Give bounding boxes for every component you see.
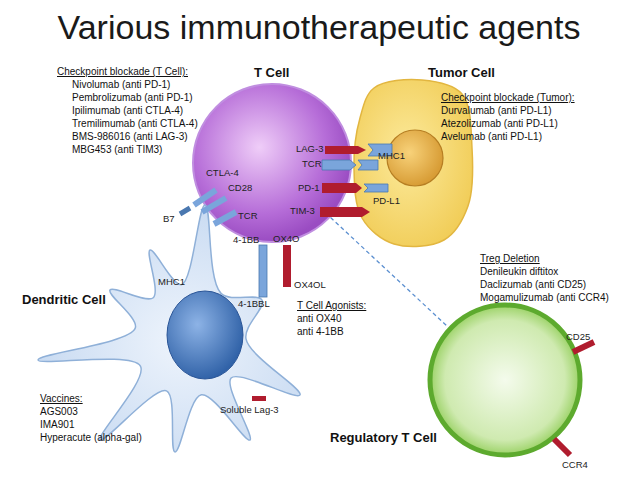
cell-nucleus <box>167 291 243 379</box>
pdl1-ligand <box>364 184 388 192</box>
drug-name: MBG453 (anti TIM3) <box>72 144 162 156</box>
ctla4-receptor <box>194 190 216 205</box>
tcr-receptor <box>214 212 236 224</box>
molecule-label: CCR4 <box>562 459 588 471</box>
drug-name: Durvalumab (anti PD-L1) <box>441 105 552 117</box>
title-text: Various immunotherapeutic agents <box>0 8 638 47</box>
pd1-receptor <box>322 183 362 193</box>
cell-membrane <box>430 305 580 455</box>
drug-name: Daclizumab (anti CD25) <box>480 279 586 291</box>
drug-name: IMA901 <box>40 419 74 431</box>
drug-name: BMS-986016 (anti LAG-3) <box>72 131 188 143</box>
molecule-label: TCR <box>302 158 322 170</box>
molecule-label: MHC1 <box>378 150 405 162</box>
tim3-receptor <box>320 207 370 217</box>
tumor-cell: Tumor Cell <box>352 78 474 246</box>
drug-name: AGS003 <box>40 406 78 418</box>
cd25-receptor <box>573 342 594 352</box>
drug-name: anti 4-1BB <box>297 326 344 338</box>
drug-name: Denileukin diftitox <box>480 266 558 278</box>
regulatory-t-cell: Regulatory T Cell <box>427 302 583 458</box>
drug-name: Atezolizumab (anti PD-L1) <box>441 118 558 130</box>
ccr4-receptor <box>554 439 570 455</box>
drug-name: Mogamulizumab (anti CCR4) <box>480 292 609 304</box>
molecule-label: CD25 <box>566 331 590 343</box>
t-cell: T Cell <box>192 83 352 243</box>
molecule-label: PD-1 <box>298 182 320 194</box>
molecule-label: 4-1BB <box>233 234 259 246</box>
molecule-label: TIM-3 <box>290 205 315 217</box>
drug-name: anti OX40 <box>297 313 341 325</box>
cell-name: T Cell <box>254 65 289 80</box>
cell-name: Tumor Cell <box>428 65 495 80</box>
tcr-receptor <box>322 160 356 170</box>
group-heading: Treg Deletion <box>480 253 540 265</box>
group-heading: Vaccines: <box>40 393 83 405</box>
drug-name: Hyperacute (alpha-gal) <box>40 432 142 444</box>
lag3-receptor <box>325 146 366 154</box>
cell-membrane <box>193 84 351 242</box>
drug-name: Tremilimumab (anti CTLA-4) <box>72 118 198 130</box>
b7-ligand <box>180 208 190 214</box>
drug-name: Nivolumab (anti PD-1) <box>72 79 170 91</box>
drug-name: Avelumab (anti PD-L1) <box>441 131 542 143</box>
cell-membrane <box>354 80 473 247</box>
drug-name: Ipilimumab (anti CTLA-4) <box>72 105 183 117</box>
molecule-label: CD28 <box>228 182 252 194</box>
molecule-label: 4-1BBL <box>238 298 270 310</box>
soluble-lag3-symbol <box>252 396 266 401</box>
molecule-label: CTLA-4 <box>206 167 239 179</box>
ox40-stalk <box>283 245 291 287</box>
molecule-label: OX4O <box>273 233 299 245</box>
cell-name: Regulatory T Cell <box>330 430 437 445</box>
group-heading: T Cell Agonists: <box>297 300 366 312</box>
molecule-label: B7 <box>163 213 175 225</box>
cell-membrane <box>38 205 300 452</box>
mhc1-molecule <box>358 160 378 170</box>
molecule-label: MHC1 <box>158 276 185 288</box>
cd28-receptor <box>202 198 226 212</box>
molecule-label: Soluble Lag-3 <box>220 404 279 416</box>
cell-shape <box>192 83 352 243</box>
cell-name: Dendritic Cell <box>22 292 106 307</box>
molecule-label: LAG-3 <box>296 143 323 155</box>
molecule-label: OX4OL <box>294 279 326 291</box>
41bb-stalk <box>259 245 267 297</box>
group-heading: Checkpoint blockade (T Cell): <box>57 66 188 78</box>
cell-shape <box>352 78 474 246</box>
cell-shape <box>427 302 583 458</box>
drug-name: Pembrolizumab (anti PD-1) <box>72 92 193 104</box>
molecule-label: PD-L1 <box>373 195 400 207</box>
group-heading: Checkpoint blockade (Tumor): <box>441 92 575 104</box>
molecule-label: TCR <box>238 210 258 222</box>
